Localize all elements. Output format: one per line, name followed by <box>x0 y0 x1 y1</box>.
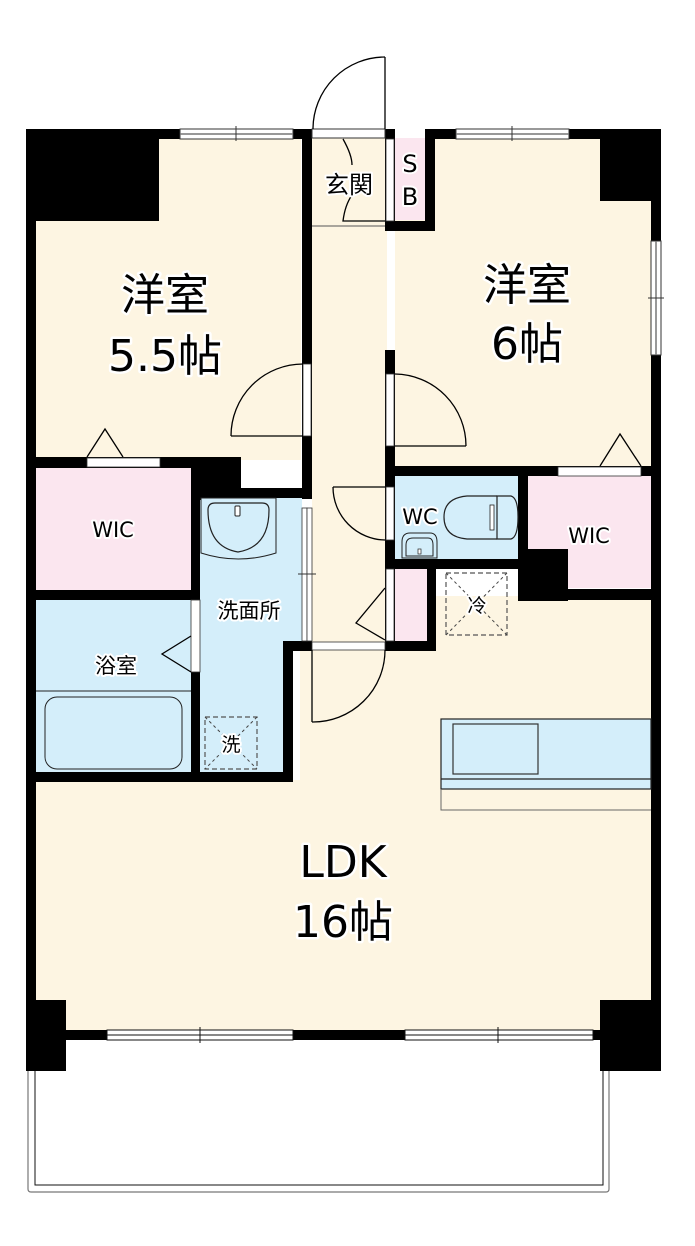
western-room-1-name: 洋室 <box>121 270 209 321</box>
toilet-icon <box>443 495 519 540</box>
western-room-2-size: 6帖 <box>491 319 563 370</box>
doors <box>86 56 642 723</box>
ldk-name: LDK <box>299 837 387 888</box>
window-top-left <box>179 126 294 141</box>
western-room-2-name: 洋室 <box>483 260 571 311</box>
washroom-sliding-door <box>298 507 316 642</box>
front-door <box>311 56 386 139</box>
windows <box>106 126 664 1043</box>
wic-right-floor <box>528 476 651 588</box>
balcony <box>27 1071 610 1193</box>
wic-left-door <box>86 427 161 468</box>
fixtures <box>36 495 652 811</box>
floors <box>36 138 651 1030</box>
ldk-floor <box>36 596 651 1030</box>
window-right-side <box>648 240 664 356</box>
shoe-box-label-s: S <box>402 150 417 178</box>
bathtub-icon <box>36 690 191 770</box>
entrance-label: 玄関 <box>325 171 373 199</box>
labels: 洋室 5.5帖 洋室 6帖 LDK 16帖 玄関 S B WIC WIC WC … <box>90 148 612 951</box>
walls <box>26 129 661 1071</box>
kitchen-counter-icon <box>440 718 652 811</box>
small-closet-floor <box>395 568 427 641</box>
ldk-door <box>311 641 386 723</box>
ldk-size: 16帖 <box>293 897 393 948</box>
western-room-1-size: 5.5帖 <box>108 331 222 382</box>
wic-left-floor <box>36 468 191 590</box>
window-top-right <box>455 126 570 141</box>
window-bottom-left <box>106 1027 294 1043</box>
washbasin-icon <box>200 497 277 560</box>
washroom-floor <box>200 498 302 772</box>
shoe-box-floor <box>395 138 425 220</box>
wic-right-label: WIC <box>568 524 610 548</box>
washer-space-icon <box>204 716 258 770</box>
wc-door <box>332 486 395 541</box>
room1-door <box>230 363 312 437</box>
fridge-label: 冷 <box>467 595 486 617</box>
washroom-label: 洗面所 <box>218 599 281 623</box>
wic-right-door <box>557 432 642 477</box>
wc-label: WC <box>402 505 437 529</box>
wc-basin-icon <box>401 532 438 559</box>
room2-door <box>385 373 467 447</box>
bathroom-label: 浴室 <box>95 654 137 678</box>
washer-label: 洗 <box>221 734 240 756</box>
bath-door <box>160 599 201 673</box>
small-closet-door <box>355 568 395 642</box>
fridge-space-icon <box>445 572 508 636</box>
shoe-box-label-b: B <box>402 183 418 211</box>
wic-left-label: WIC <box>92 518 134 542</box>
window-bottom-right <box>404 1027 594 1043</box>
